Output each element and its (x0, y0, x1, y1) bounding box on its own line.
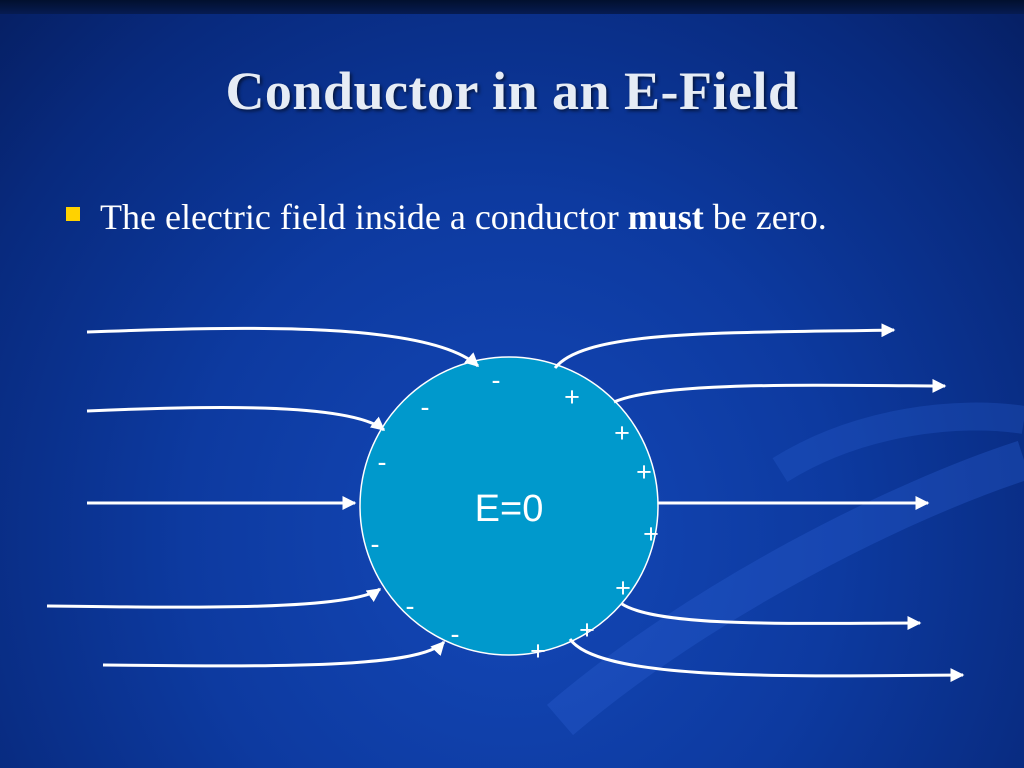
field-line-outgoing (568, 638, 965, 683)
bullet-text-end: be zero. (703, 197, 827, 237)
field-line-outgoing (613, 378, 947, 404)
positive-charge: + (636, 457, 652, 487)
bullet-text-emphasis: must (627, 197, 704, 237)
conductor-sphere (359, 356, 659, 656)
negative-charge: - (406, 591, 415, 621)
negative-charge: - (492, 365, 501, 395)
slide-title: Conductor in an E-Field (225, 61, 799, 121)
positive-charge: + (614, 418, 630, 448)
field-line-outgoing (621, 602, 922, 631)
negative-charge: - (451, 619, 460, 649)
bullet-text-start: The electric field inside a conductor (100, 197, 628, 237)
negative-charge: - (371, 529, 380, 559)
positive-charge: + (615, 573, 631, 603)
positive-charge: + (643, 519, 659, 549)
field-line-outgoing (553, 323, 896, 369)
positive-charge: + (564, 382, 580, 412)
field-line-incoming (102, 640, 446, 668)
negative-charge: - (378, 447, 387, 477)
field-line-incoming (46, 587, 382, 609)
field-line-incoming (86, 405, 386, 432)
background-swoosh (546, 440, 1024, 736)
positive-charge: + (579, 615, 595, 645)
top-band (0, 0, 1024, 14)
field-line-incoming (86, 326, 480, 368)
conductor-field-label: E=0 (475, 488, 544, 530)
bullet-text: The electric field inside a conductor mu… (100, 190, 940, 244)
bullet-square-icon (66, 207, 80, 221)
background-swoosh (772, 402, 1024, 482)
positive-charge: + (530, 636, 546, 666)
negative-charge: - (421, 392, 430, 422)
